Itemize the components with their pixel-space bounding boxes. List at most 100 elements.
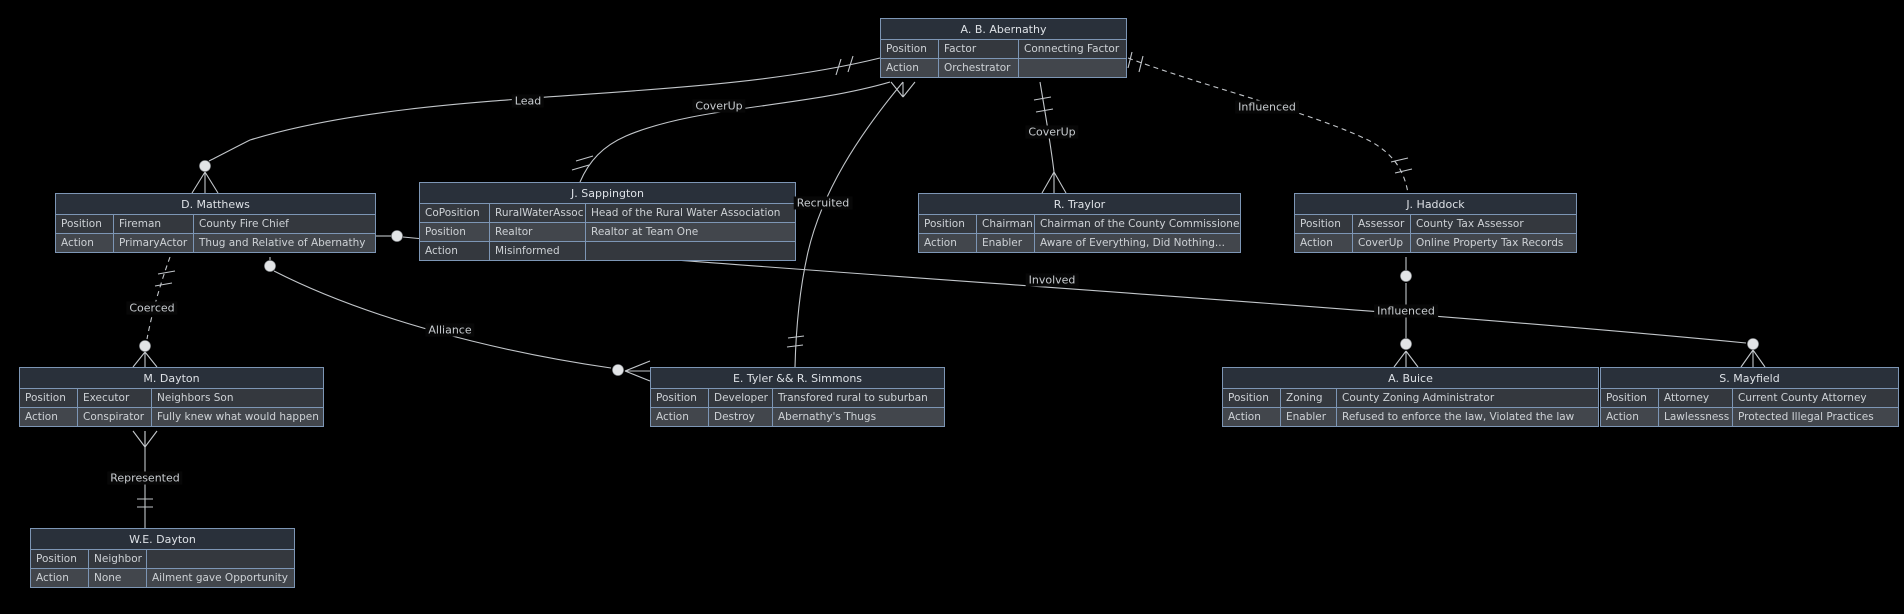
attribute-cell: Assessor xyxy=(1352,214,1411,234)
attribute-cell: Action xyxy=(650,407,709,427)
attribute-cell: Protected Illegal Practices xyxy=(1732,407,1899,427)
attribute-cell: Thug and Relative of Abernathy xyxy=(193,233,376,253)
attribute-cell: County Zoning Administrator xyxy=(1336,388,1599,408)
attribute-cell: Abernathy's Thugs xyxy=(772,407,945,427)
edge-coverup-sappington xyxy=(571,81,891,183)
entity-title: J. Sappington xyxy=(419,182,796,203)
relationship-label-coerced: Coerced xyxy=(126,301,178,315)
entity-title: S. Mayfield xyxy=(1600,367,1899,388)
attribute-cell: Position xyxy=(650,388,709,408)
attribute-cell: PrimaryActor xyxy=(113,233,194,253)
entity-title: A. Buice xyxy=(1222,367,1599,388)
attribute-cell xyxy=(1018,58,1127,78)
relationship-label-represented: Represented xyxy=(107,471,183,485)
attribute-cell: Enabler xyxy=(1280,407,1337,427)
attribute-cell: Aware of Everything, Did Nothing... xyxy=(1034,233,1241,253)
relationship-label-involved: Involved xyxy=(1025,273,1079,287)
attribute-cell: Position xyxy=(55,214,114,234)
entity-title: D. Matthews xyxy=(55,193,376,214)
attribute-cell: None xyxy=(88,568,147,588)
entity-title: W.E. Dayton xyxy=(30,528,295,549)
attribute-cell: Conspirator xyxy=(77,407,152,427)
attribute-cell: Lawlessness xyxy=(1658,407,1733,427)
attribute-cell: Refused to enforce the law, Violated the… xyxy=(1336,407,1599,427)
attribute-cell: Action xyxy=(19,407,78,427)
attribute-cell xyxy=(146,549,295,569)
attribute-cell: Realtor at Team One xyxy=(585,222,796,242)
attribute-cell: Position xyxy=(918,214,977,234)
attribute-cell: Online Property Tax Records xyxy=(1410,233,1577,253)
attribute-cell: Position xyxy=(1222,388,1281,408)
attribute-cell: Action xyxy=(880,58,939,78)
attribute-cell: Connecting Factor xyxy=(1018,39,1127,59)
attribute-cell: Current County Attorney xyxy=(1732,388,1899,408)
attribute-cell: Position xyxy=(19,388,78,408)
attribute-cell: County Fire Chief xyxy=(193,214,376,234)
attribute-cell: Action xyxy=(419,241,490,261)
entity-title: E. Tyler && R. Simmons xyxy=(650,367,945,388)
attribute-cell: Position xyxy=(419,222,490,242)
attribute-cell: Misinformed xyxy=(489,241,586,261)
attribute-cell: Position xyxy=(1294,214,1353,234)
attribute-cell: CoverUp xyxy=(1352,233,1411,253)
relationship-label-coverup: CoverUp xyxy=(1025,125,1079,139)
entity-title: R. Traylor xyxy=(918,193,1241,214)
edge-coerced xyxy=(132,256,176,368)
attribute-cell: Destroy xyxy=(708,407,773,427)
attribute-cell: Neighbors Son xyxy=(151,388,324,408)
attribute-cell: CoPosition xyxy=(419,203,490,223)
entity-title: J. Haddock xyxy=(1294,193,1577,214)
attribute-cell: Position xyxy=(880,39,939,59)
attribute-cell: Fireman xyxy=(113,214,194,234)
attribute-cell: Action xyxy=(30,568,89,588)
entity-title: A. B. Abernathy xyxy=(880,18,1127,39)
attribute-cell: Action xyxy=(55,233,114,253)
edge-lead xyxy=(191,55,881,194)
attribute-cell: Position xyxy=(1600,388,1659,408)
attribute-cell: County Tax Assessor xyxy=(1410,214,1577,234)
attribute-cell: Orchestrator xyxy=(938,58,1019,78)
attribute-cell: Chairman of the County Commissioners xyxy=(1034,214,1241,234)
attribute-cell: Transfored rural to suburban xyxy=(772,388,945,408)
entity-title: M. Dayton xyxy=(19,367,324,388)
attribute-cell: Chairman xyxy=(976,214,1035,234)
attribute-cell: Attorney xyxy=(1658,388,1733,408)
edge-influenced-haddock xyxy=(1127,51,1413,194)
attribute-cell: Realtor xyxy=(489,222,586,242)
attribute-cell: Action xyxy=(1600,407,1659,427)
attribute-cell xyxy=(585,241,796,261)
attribute-cell: Zoning xyxy=(1280,388,1337,408)
relationship-label-influenced: Influenced xyxy=(1235,100,1299,114)
relationship-label-alliance: Alliance xyxy=(425,323,475,337)
attribute-cell: RuralWaterAssoc xyxy=(489,203,586,223)
attribute-cell: Position xyxy=(30,549,89,569)
